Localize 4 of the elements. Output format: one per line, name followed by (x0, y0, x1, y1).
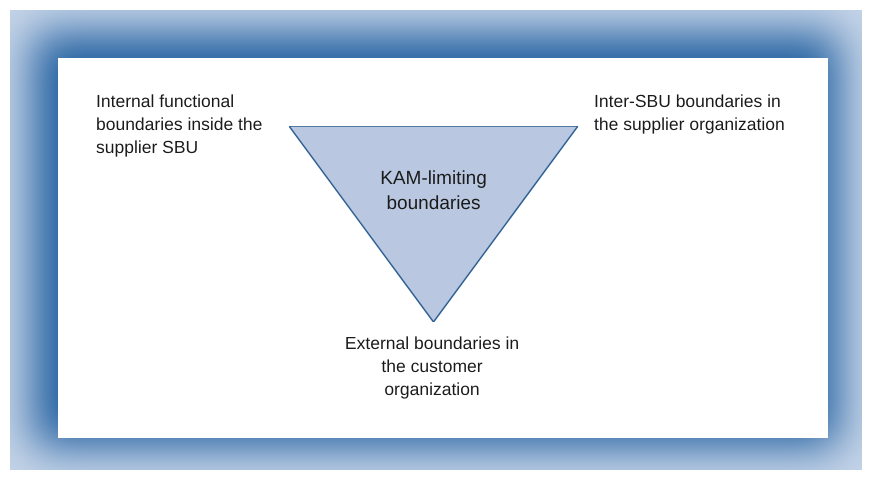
boundary-label: External boundaries in the customer organization (344, 332, 520, 401)
triangle-label: KAM-limiting boundaries (379, 167, 488, 216)
boundary-label: Internal functional boundaries inside the supplier SBU (96, 90, 264, 159)
boundary-label: Inter-SBU boundaries in the supplier organization (594, 90, 786, 136)
